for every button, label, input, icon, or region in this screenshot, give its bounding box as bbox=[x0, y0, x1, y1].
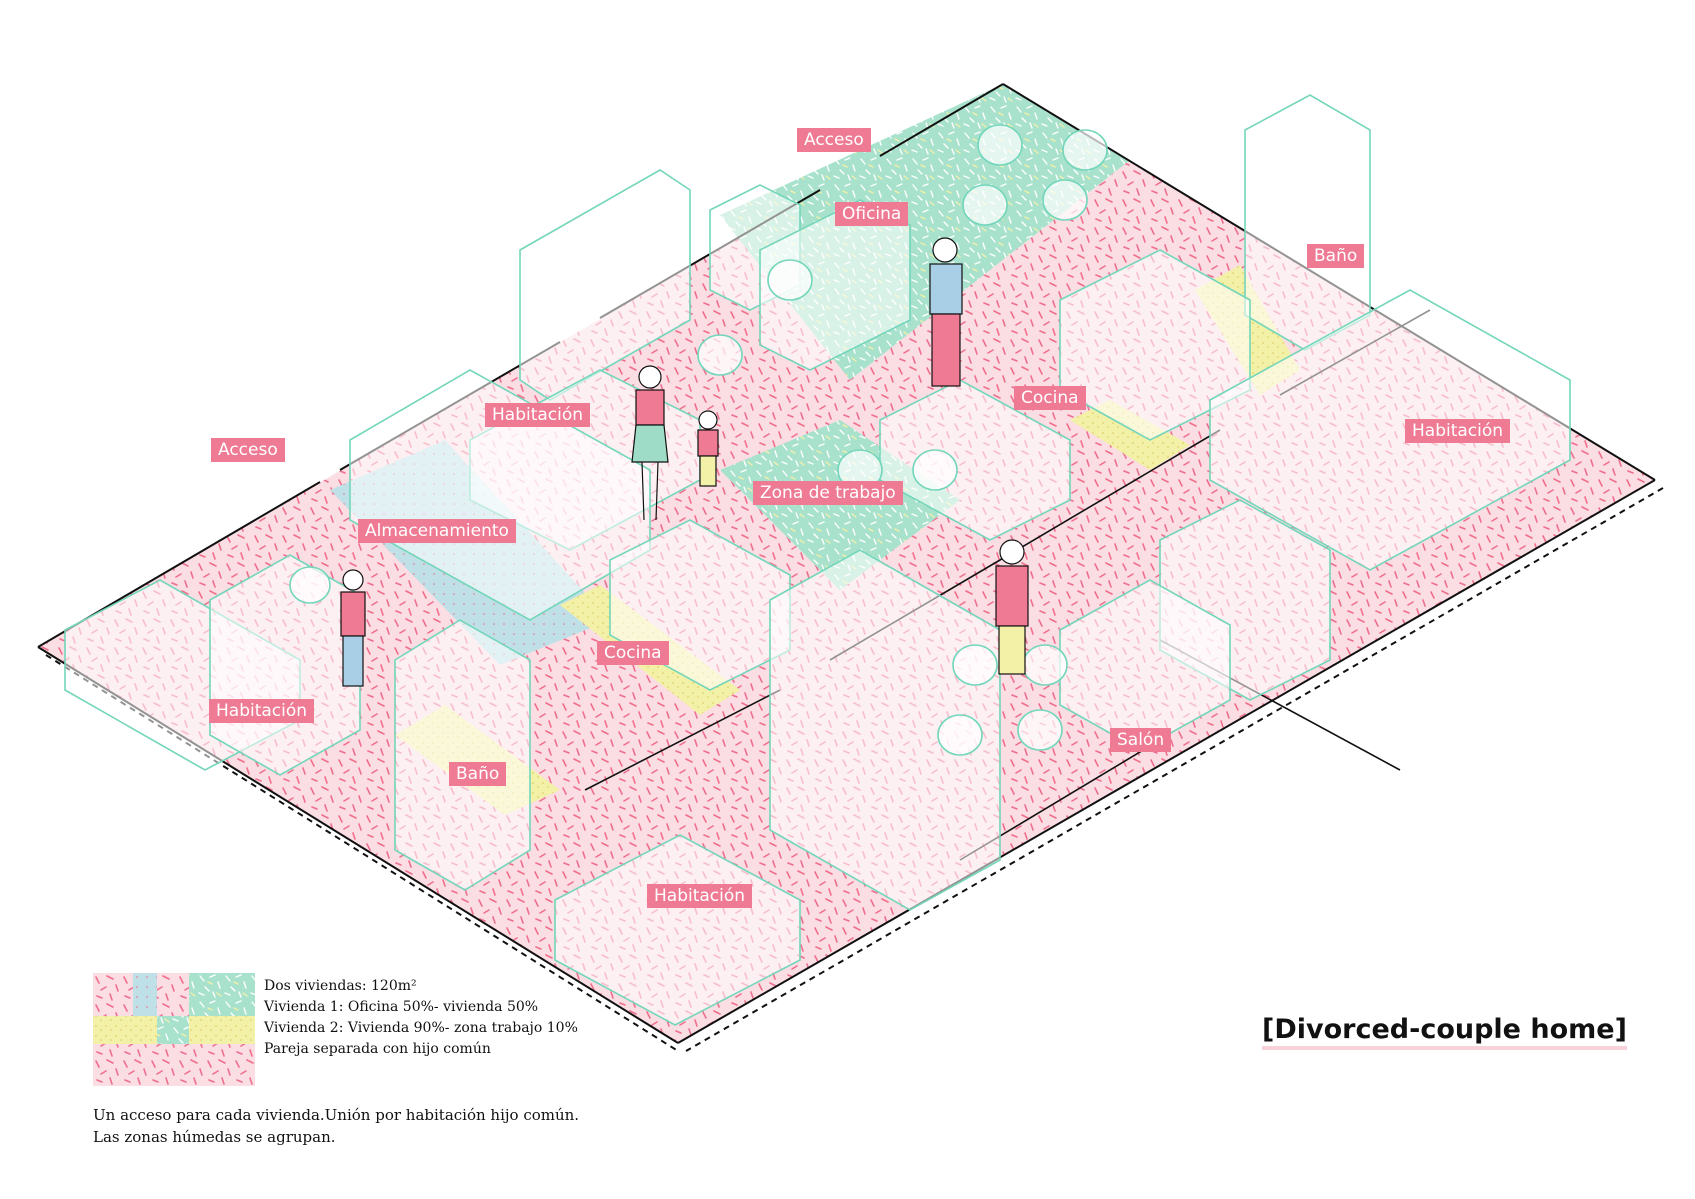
legend-line-2: Vivienda 1: Oficina 50%- vivienda 50% bbox=[264, 999, 539, 1015]
label-cocina-right: Cocina bbox=[1014, 386, 1086, 410]
label-zona-de-trabajo: Zona de trabajo bbox=[753, 481, 903, 505]
wardrobe-top bbox=[519, 169, 691, 401]
swatch-blue bbox=[133, 973, 157, 1016]
chairs bbox=[289, 124, 1108, 756]
swatch-pink-top bbox=[93, 973, 133, 1016]
shower-right bbox=[1244, 94, 1371, 351]
label-oficina: Oficina bbox=[835, 202, 909, 226]
label-acceso-left: Acceso bbox=[211, 438, 285, 462]
man-salon bbox=[995, 539, 1029, 675]
bed-right bbox=[1209, 289, 1571, 571]
label-habitacion-center: Habitación bbox=[485, 403, 591, 427]
child-center bbox=[697, 410, 719, 487]
legend-line-1: Dos viviendas: 120m² bbox=[264, 978, 417, 994]
legend-line-3: Vivienda 2: Vivienda 90%- zona trabajo 1… bbox=[264, 1020, 578, 1036]
legend-line-4: Pareja separada con hijo común bbox=[264, 1041, 491, 1057]
kitchen-right-wet-zone bbox=[1070, 400, 1190, 470]
caption: Un acceso para cada vivienda.Unión por h… bbox=[93, 1104, 579, 1148]
swatch-pink-bottom bbox=[93, 1044, 255, 1086]
label-habitacion-right: Habitación bbox=[1405, 419, 1511, 443]
caption-line-1: Un acceso para cada vivienda.Unión por h… bbox=[93, 1106, 580, 1124]
swatch-pink-mid bbox=[157, 973, 189, 1016]
label-cocina-left: Cocina bbox=[597, 641, 669, 665]
legend-text: Dos viviendas: 120m² Vivienda 1: Oficina… bbox=[264, 976, 578, 1060]
label-acceso-top: Acceso bbox=[797, 128, 871, 152]
label-salon: Salón bbox=[1110, 728, 1172, 752]
swatch-green-top bbox=[189, 973, 255, 1016]
man-office bbox=[929, 237, 963, 387]
wardrobe-center bbox=[769, 549, 1001, 911]
caption-line-2: Las zonas húmedas se agrupan. bbox=[93, 1128, 336, 1146]
label-almacenamiento: Almacenamiento bbox=[358, 519, 516, 543]
child-left bbox=[340, 569, 366, 687]
legend-swatch bbox=[93, 973, 255, 1086]
label-bano-left: Baño bbox=[449, 762, 507, 786]
people bbox=[340, 237, 1029, 687]
office-desk bbox=[759, 199, 911, 371]
bed-bottom bbox=[554, 834, 801, 1026]
swatch-yellow-right bbox=[189, 1016, 255, 1044]
diagram-title: [Divorced-couple home] bbox=[1262, 1014, 1627, 1050]
desk-left bbox=[209, 554, 361, 776]
coffee-table bbox=[1059, 579, 1231, 751]
label-habitacion-bottom: Habitación bbox=[647, 884, 753, 908]
woman-center bbox=[631, 365, 669, 521]
label-bano-right: Baño bbox=[1307, 244, 1365, 268]
furniture bbox=[64, 94, 1571, 1026]
swatch-green-small bbox=[157, 1016, 189, 1044]
shower-left bbox=[394, 619, 531, 891]
label-habitacion-left: Habitación bbox=[209, 699, 315, 723]
swatch-yellow bbox=[93, 1016, 157, 1044]
